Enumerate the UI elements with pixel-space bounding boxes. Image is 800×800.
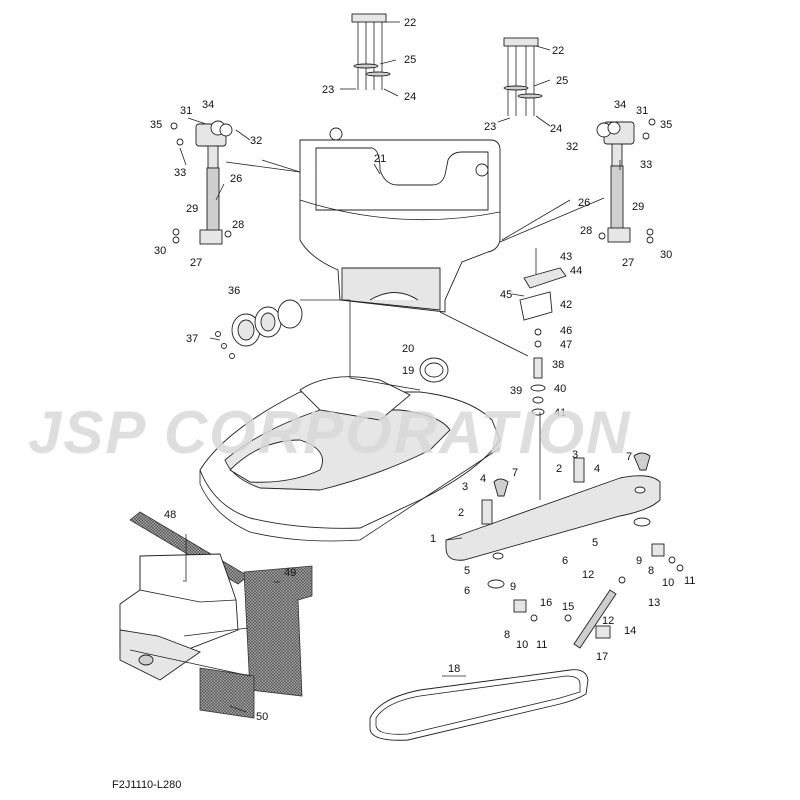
bolt-stack	[530, 357, 546, 416]
callout-label: 33	[640, 159, 652, 171]
callout-label: 39	[510, 385, 522, 397]
callout-label: 3	[462, 481, 468, 493]
callout-label: 6	[562, 555, 568, 567]
callout-label: 4	[594, 463, 600, 475]
callout-label: 44	[570, 265, 582, 277]
callout-label: 8	[648, 565, 654, 577]
callout-label: 16	[540, 597, 552, 609]
callout-label: 27	[190, 257, 202, 269]
callout-label: 35	[150, 119, 162, 131]
callout-label: 29	[186, 203, 198, 215]
callout-label: 30	[154, 245, 166, 257]
callout-label: 9	[636, 555, 642, 567]
callout-label: 11	[536, 639, 547, 651]
ring-gasket	[419, 357, 449, 383]
callout-label: 3	[572, 449, 578, 461]
callout-label: 35	[660, 119, 672, 131]
callout-label: 26	[230, 173, 242, 185]
callout-label: 34	[614, 99, 626, 111]
callout-label: 45	[500, 289, 512, 301]
hinge-brackets	[513, 543, 684, 622]
hatch-latch	[519, 248, 567, 348]
callout-label: 33	[174, 167, 186, 179]
callout-label: 30	[660, 249, 672, 261]
callout-label: 24	[550, 123, 562, 135]
callout-labels: 22 25 23 24 22 25 23 24 34 31 35 32 33 2…	[150, 17, 695, 723]
callout-label: 10	[662, 577, 674, 589]
callout-label: 26	[578, 197, 590, 209]
callout-label: 32	[566, 141, 578, 153]
callout-label: 13	[648, 597, 660, 609]
callout-label: 10	[516, 639, 528, 651]
callout-label: 18	[448, 663, 460, 675]
diagram-code: F2J1110-L280	[112, 779, 182, 791]
callout-label: 23	[322, 84, 334, 96]
callout-label: 25	[404, 54, 416, 66]
callout-label: 50	[256, 711, 268, 723]
callout-label: 1	[430, 533, 436, 545]
callout-label: 22	[404, 17, 416, 29]
boat-hull	[199, 376, 501, 542]
pin-set-left	[351, 13, 391, 90]
callout-label: 12	[582, 569, 594, 581]
callout-label: 5	[464, 565, 470, 577]
callout-label: 2	[556, 463, 562, 475]
platform-strut	[564, 576, 626, 649]
gas-strut-left	[170, 120, 233, 245]
callout-label: 6	[464, 585, 470, 597]
pin-set-right	[503, 37, 543, 116]
leader-lines	[129, 21, 621, 713]
callout-label: 12	[602, 615, 614, 627]
callout-label: 36	[228, 285, 240, 297]
callout-label: 28	[580, 225, 592, 237]
callout-label: 31	[180, 105, 192, 117]
callout-label: 34	[202, 99, 214, 111]
callout-label: 4	[480, 473, 486, 485]
callout-label: 41	[554, 407, 566, 419]
callout-label: 43	[560, 251, 572, 263]
callout-label: 22	[552, 45, 564, 57]
callout-label: 9	[510, 581, 516, 593]
callout-label: 14	[624, 625, 636, 637]
callout-label: 7	[626, 451, 632, 463]
swim-platform	[445, 452, 661, 589]
platform-cover	[369, 669, 589, 741]
callout-label: 24	[404, 91, 416, 103]
mats	[119, 511, 313, 719]
callout-label: 29	[632, 201, 644, 213]
callout-label: 25	[556, 75, 568, 87]
callout-label: 20	[402, 343, 414, 355]
callout-label: 31	[636, 105, 648, 117]
callout-label: 37	[186, 333, 198, 345]
gas-strut-right	[596, 118, 656, 244]
callout-label: 2	[458, 507, 464, 519]
callout-label: 46	[560, 325, 572, 337]
callout-label: 17	[596, 651, 608, 663]
callout-label: 28	[232, 219, 244, 231]
callout-label: 42	[560, 299, 572, 311]
callout-label: 32	[250, 135, 262, 147]
callout-label: 38	[552, 359, 564, 371]
callout-label: 23	[484, 121, 496, 133]
callout-label: 5	[592, 537, 598, 549]
vent-assembly	[215, 299, 303, 359]
callout-label: 7	[512, 467, 518, 479]
callout-label: 48	[164, 509, 176, 521]
callout-label: 19	[402, 365, 414, 377]
callout-label: 15	[562, 601, 574, 613]
callout-label: 49	[284, 567, 296, 579]
callout-label: 47	[560, 339, 572, 351]
callout-label: 11	[684, 575, 695, 587]
callout-label: 21	[374, 153, 386, 165]
callout-label: 27	[622, 257, 634, 269]
callout-label: 40	[554, 383, 566, 395]
callout-label: 8	[504, 629, 510, 641]
hatch-cover	[299, 127, 501, 313]
